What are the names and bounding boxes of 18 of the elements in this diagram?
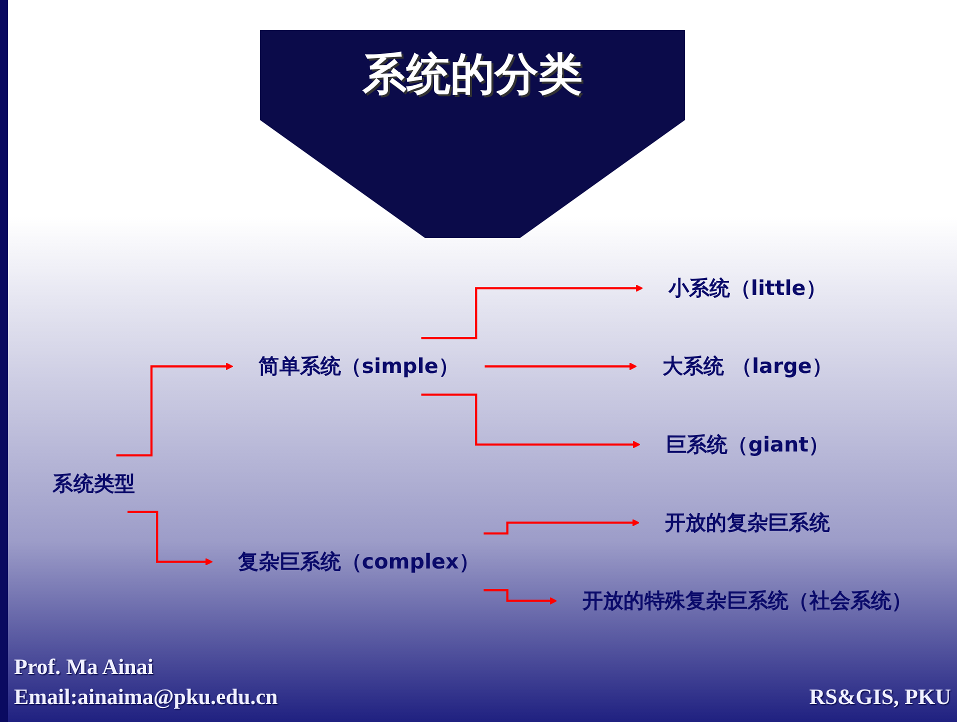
arrow [116, 363, 234, 457]
node-text: 巨系统（giant） [666, 432, 830, 458]
author-name: Prof. Ma Ainai [14, 654, 154, 680]
node-text: 系统类型 [52, 472, 136, 496]
email-address: Email:ainaima@pku.edu.cn [14, 684, 278, 710]
arrow [484, 519, 640, 535]
title: 系统的分类 [361, 48, 584, 102]
node-text: 复杂巨系统（complex） [238, 550, 480, 574]
node-text: 简单系统（simple） [258, 354, 459, 379]
node-text: 大系统 （large） [662, 354, 832, 379]
arrow [421, 284, 644, 340]
arrow [484, 590, 558, 606]
node-text: 开放的特殊复杂巨系统（社会系统） [582, 589, 912, 614]
node-text: 开放的复杂巨系统 [664, 511, 830, 536]
arrow [484, 363, 637, 371]
footer-note: RS&GIS, PKU [809, 684, 951, 710]
arrow [128, 511, 213, 566]
arrow [421, 394, 640, 449]
